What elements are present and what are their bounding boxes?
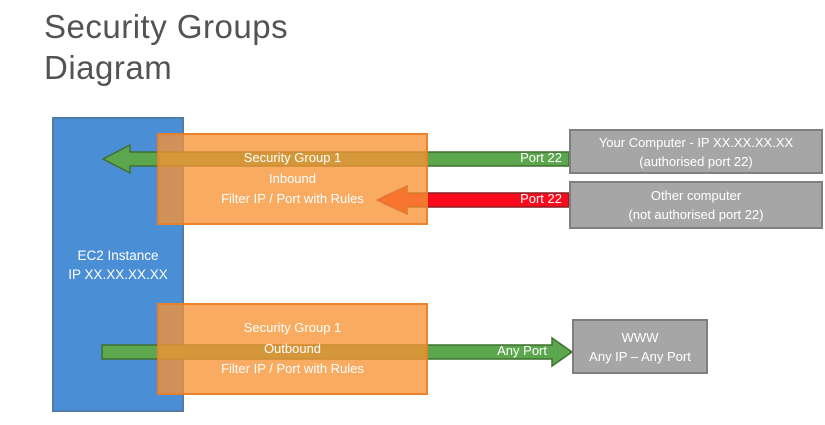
page-title: Security Groups Diagram <box>44 6 288 88</box>
inbound-allowed-port-label: Port 22 <box>520 150 562 165</box>
ec2-instance-ip: IP XX.XX.XX.XX <box>68 266 168 282</box>
security-group-inbound-direction: Inbound <box>269 170 316 186</box>
www-box: WWW Any IP – Any Port <box>572 319 708 374</box>
your-computer-label: Your Computer - IP XX.XX.XX.XX <box>598 134 794 150</box>
security-group-outbound-box: Security Group 1 Outbound Filter IP / Po… <box>157 303 428 395</box>
security-group-inbound-box: Security Group 1 Inbound Filter IP / Por… <box>157 133 428 225</box>
security-group-outbound-name: Security Group 1 <box>243 320 342 336</box>
your-computer-authorisation: (authorised port 22) <box>639 153 753 169</box>
other-computer-label: Other computer <box>650 188 742 203</box>
www-label: WWW <box>621 329 659 345</box>
outbound-port-label: Any Port <box>497 343 547 358</box>
page-title-line1: Security Groups <box>44 8 289 45</box>
your-computer-box: Your Computer - IP XX.XX.XX.XX (authoris… <box>569 129 823 174</box>
security-group-outbound-direction: Outbound <box>263 340 322 356</box>
other-computer-box: Other computer (not authorised port 22) <box>569 181 823 229</box>
security-group-inbound-rule: Filter IP / Port with Rules <box>221 191 364 207</box>
page-title-line2: Diagram <box>44 49 173 86</box>
security-group-inbound-name: Security Group 1 <box>243 150 342 166</box>
inbound-denied-port-label: Port 22 <box>520 191 562 206</box>
www-port-info: Any IP – Any Port <box>589 348 691 364</box>
ec2-instance-name: EC2 Instance <box>77 247 159 263</box>
security-group-outbound-rule: Filter IP / Port with Rules <box>221 361 364 377</box>
other-computer-authorisation: (not authorised port 22) <box>628 207 764 222</box>
